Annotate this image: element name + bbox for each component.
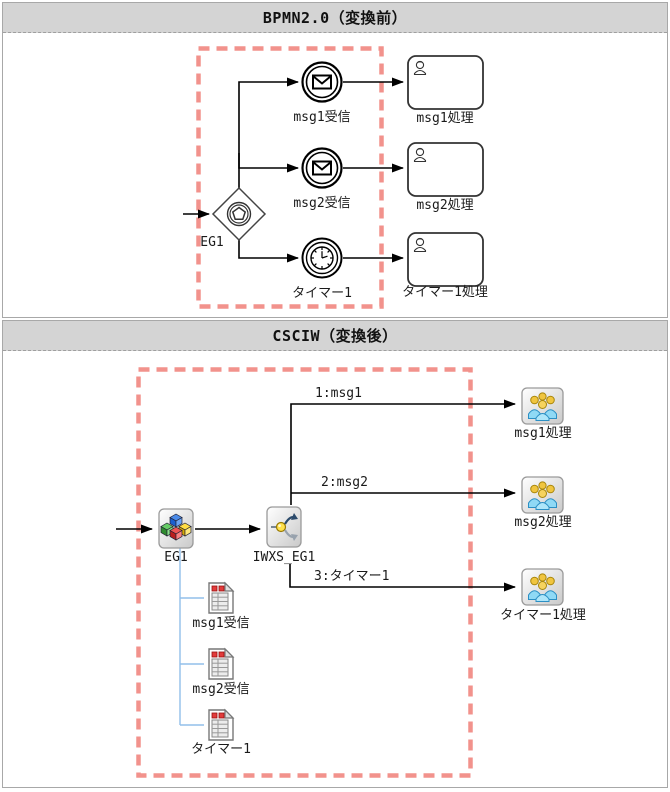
- panel-bpmn-before: BPMN2.0（変換前）: [2, 2, 668, 318]
- message-event-icon-1: [301, 61, 343, 103]
- people-icon-3: [521, 568, 564, 606]
- event-label-3: タイマー1: [292, 286, 352, 301]
- timer-event-icon: [301, 237, 343, 279]
- eg1-node-label: EG1: [164, 550, 188, 565]
- sequence-flows: [183, 77, 404, 263]
- people-icon-1: [521, 387, 564, 425]
- csciw-connectors-layer: [116, 367, 564, 778]
- csciw-flows: [116, 399, 516, 592]
- flow-gateway-to-timer: [238, 239, 299, 263]
- user-icon-1: [413, 60, 427, 76]
- blocks-icon: [158, 508, 194, 549]
- document-icon-2: [208, 647, 235, 680]
- document-label-3: タイマー1: [191, 742, 251, 757]
- flow-iwxs-to-msg1: [290, 399, 516, 505]
- task-box-3: [407, 232, 484, 287]
- user-icon-2: [413, 147, 427, 163]
- document-icons: [208, 581, 235, 741]
- people-task-icons: [521, 387, 564, 606]
- flow-switch-icon: [266, 506, 302, 548]
- task-box-1: [407, 55, 484, 110]
- document-icon-1: [208, 581, 235, 614]
- flow-gateway-to-msg1: [238, 77, 299, 189]
- panel-csciw-title: CSCIW（変換後）: [3, 321, 667, 351]
- csciw-task-label-1: msg1処理: [514, 426, 572, 441]
- edge-label-1: 1:msg1: [315, 386, 362, 401]
- task-boxes: [407, 55, 484, 287]
- highlight-region-before: [196, 46, 384, 309]
- csciw-task-label-3: タイマー1処理: [500, 608, 586, 623]
- iwxs-node-label: IWXS_EG1: [252, 550, 316, 565]
- document-tree-lines: [179, 547, 204, 726]
- user-icon-3: [413, 237, 427, 253]
- bpmn-diagram-canvas: EG1 msg1受信 msg2受信 タイマー1 msg1処理 msg2処理 タイ…: [3, 33, 667, 317]
- edge-label-3: 3:タイマー1: [314, 569, 390, 584]
- highlight-region-after: [136, 367, 473, 778]
- people-icon-2: [521, 476, 564, 514]
- document-icon-3: [208, 708, 235, 741]
- bpmn-connectors-layer: [183, 46, 484, 309]
- panel-bpmn-title: BPMN2.0（変換前）: [3, 3, 667, 33]
- event-label-2: msg2受信: [293, 196, 351, 211]
- edge-label-2: 2:msg2: [321, 475, 368, 490]
- event-gateway-icon: [211, 186, 267, 242]
- document-label-1: msg1受信: [192, 616, 250, 631]
- panel-csciw-after: CSCIW（変換後）: [2, 320, 668, 788]
- message-event-icon-2: [301, 147, 343, 189]
- csciw-diagram-canvas: EG1 IWXS_EG1 1:msg1 2:msg2 3:タイマー1 msg1処…: [3, 351, 667, 787]
- flow-gateway-to-msg2: [238, 153, 299, 173]
- task-label-2: msg2処理: [416, 198, 474, 213]
- task-label-1: msg1処理: [416, 111, 474, 126]
- gateway-label: EG1: [200, 235, 224, 250]
- task-box-2: [407, 142, 484, 197]
- event-label-1: msg1受信: [293, 110, 351, 125]
- flow-iwxs-to-timer: [289, 564, 516, 592]
- task-label-3: タイマー1処理: [402, 285, 488, 300]
- csciw-task-label-2: msg2処理: [514, 515, 572, 530]
- document-label-2: msg2受信: [192, 682, 250, 697]
